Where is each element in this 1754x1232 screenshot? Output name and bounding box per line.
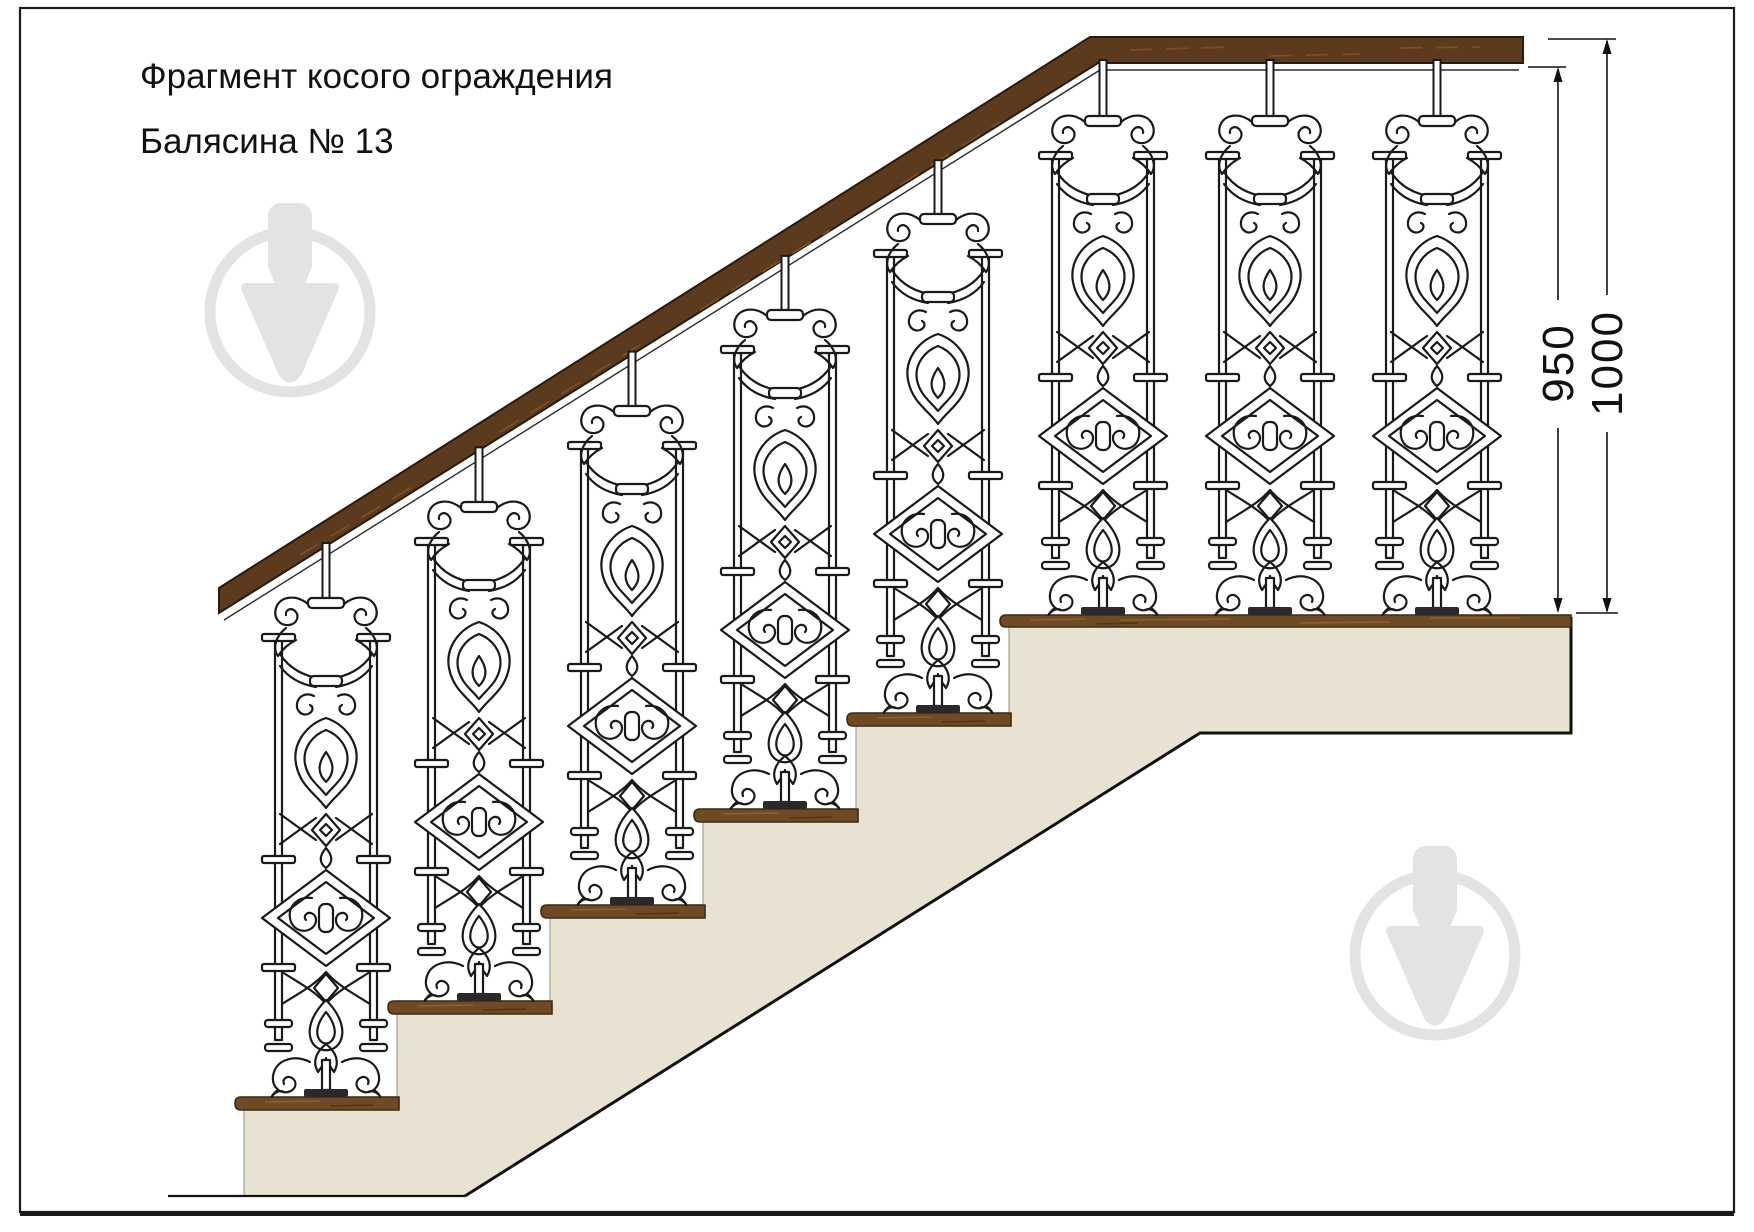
baluster-5 [872,159,1004,715]
baluster-stem-7 [1265,59,1275,123]
baluster-ornament-1 [260,596,392,1099]
baluster-ornament-7 [1204,114,1336,617]
baluster-ornament-8 [1371,114,1503,617]
baluster-4 [719,254,851,811]
baluster-ornament-3 [566,404,698,907]
stair-tread-4 [693,808,859,823]
dimension-950: 950 [1528,66,1583,613]
stair-tread-3 [540,904,706,919]
baluster-stem-4 [780,254,790,317]
dimension-1000: 1000 [1548,38,1632,613]
baluster-7 [1204,59,1336,617]
baluster-stem-3 [627,350,637,413]
watermark-logo-1 [210,208,370,392]
arrowhead-down-icon [1602,598,1612,613]
stair-tread-2 [387,1000,553,1015]
dimension-label-950: 950 [1534,323,1583,402]
landing-tread [999,614,1572,628]
baluster-1 [260,542,392,1099]
baluster-ornament-5 [872,212,1004,715]
baluster-ornament-2 [413,500,545,1003]
stair-tread-1 [234,1096,400,1111]
baluster-stem-6 [1098,59,1108,123]
title-block: Фрагмент косого ограждения Балясина № 13 [140,57,613,161]
dimension-label-1000: 1000 [1583,310,1632,416]
watermark-logo-2 [1355,851,1515,1035]
baluster-3 [566,350,698,907]
staircase-outline [464,617,1573,1198]
baluster-ornament-6 [1037,114,1169,617]
arrowhead-up-icon [1553,67,1563,82]
baluster-stem-5 [933,159,943,222]
arrowhead-down-icon [1553,598,1563,613]
baluster-stem-8 [1432,59,1442,123]
stair-tread-5 [846,712,1012,727]
drawing-frame [18,6,1736,1214]
baluster-stem-2 [474,446,484,509]
baluster-ornament-4 [719,308,851,811]
baluster-2 [413,446,545,1003]
drawing-title: Фрагмент косого ограждения [140,57,613,96]
baluster-8 [1371,59,1503,617]
baluster-model-subtitle: Балясина № 13 [140,121,394,161]
baluster-stem-1 [321,542,331,605]
baluster-6 [1037,59,1169,617]
arrowhead-up-icon [1602,39,1612,54]
